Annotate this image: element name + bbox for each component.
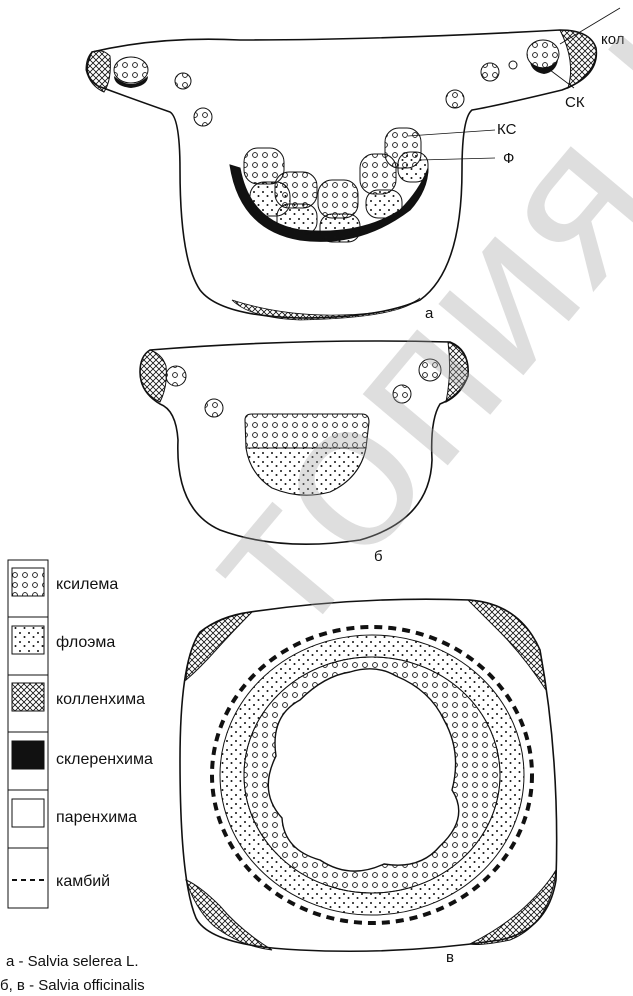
caption-line-2: б, в - Salvia officinalis <box>0 977 145 994</box>
legend: ксилема флоэма колленхима склеренхима па… <box>8 560 153 908</box>
panel-label-v: в <box>446 949 454 966</box>
legend-swatch-collenchyma <box>12 683 44 711</box>
section-a-collenchyma-left <box>86 51 110 92</box>
legend-swatch-sclerenchyma <box>12 741 44 769</box>
section-b: б <box>140 341 468 565</box>
legend-label-cambium: камбий <box>56 873 110 890</box>
legend-swatch-phloem <box>12 626 44 654</box>
legend-swatch-xylem <box>12 568 44 596</box>
section-b-bundle-small <box>419 359 441 381</box>
legend-label-phloem: флоэма <box>56 634 115 651</box>
section-b-collenchyma-right <box>446 342 468 402</box>
section-b-central-xylem <box>245 414 369 448</box>
label-ks: КС <box>497 121 517 138</box>
legend-label-xylem: ксилема <box>56 576 118 593</box>
section-a-outline <box>87 30 596 318</box>
section-a-bundle-small <box>481 63 499 81</box>
legend-swatch-parenchyma <box>12 799 44 827</box>
section-a-bundle-small <box>446 90 464 108</box>
panel-label-a: а <box>425 305 434 322</box>
label-f: Ф <box>503 150 514 167</box>
legend-label-parenchyma: паренхима <box>56 809 137 826</box>
section-a-bundle-small <box>175 73 191 89</box>
section-a-bundle-small <box>194 108 212 126</box>
section-b-bundle-small <box>393 385 411 403</box>
panel-label-b: б <box>374 548 383 565</box>
section-v: в <box>180 599 557 966</box>
section-a-bundle-small <box>509 61 517 69</box>
legend-label-sclerenchyma: склеренхима <box>56 751 153 768</box>
section-a-bundle-left-large <box>114 57 148 88</box>
section-b-bundle-small <box>205 399 223 417</box>
label-sk: СК <box>565 94 585 111</box>
section-a: кол СК КС Ф а <box>86 8 625 322</box>
label-kol: кол <box>601 31 625 48</box>
legend-frame <box>8 560 48 908</box>
legend-label-collenchyma: колленхима <box>56 691 145 708</box>
section-b-bundle-small <box>166 366 186 386</box>
caption-line-1: а - Salvia selerea L. <box>6 953 139 970</box>
